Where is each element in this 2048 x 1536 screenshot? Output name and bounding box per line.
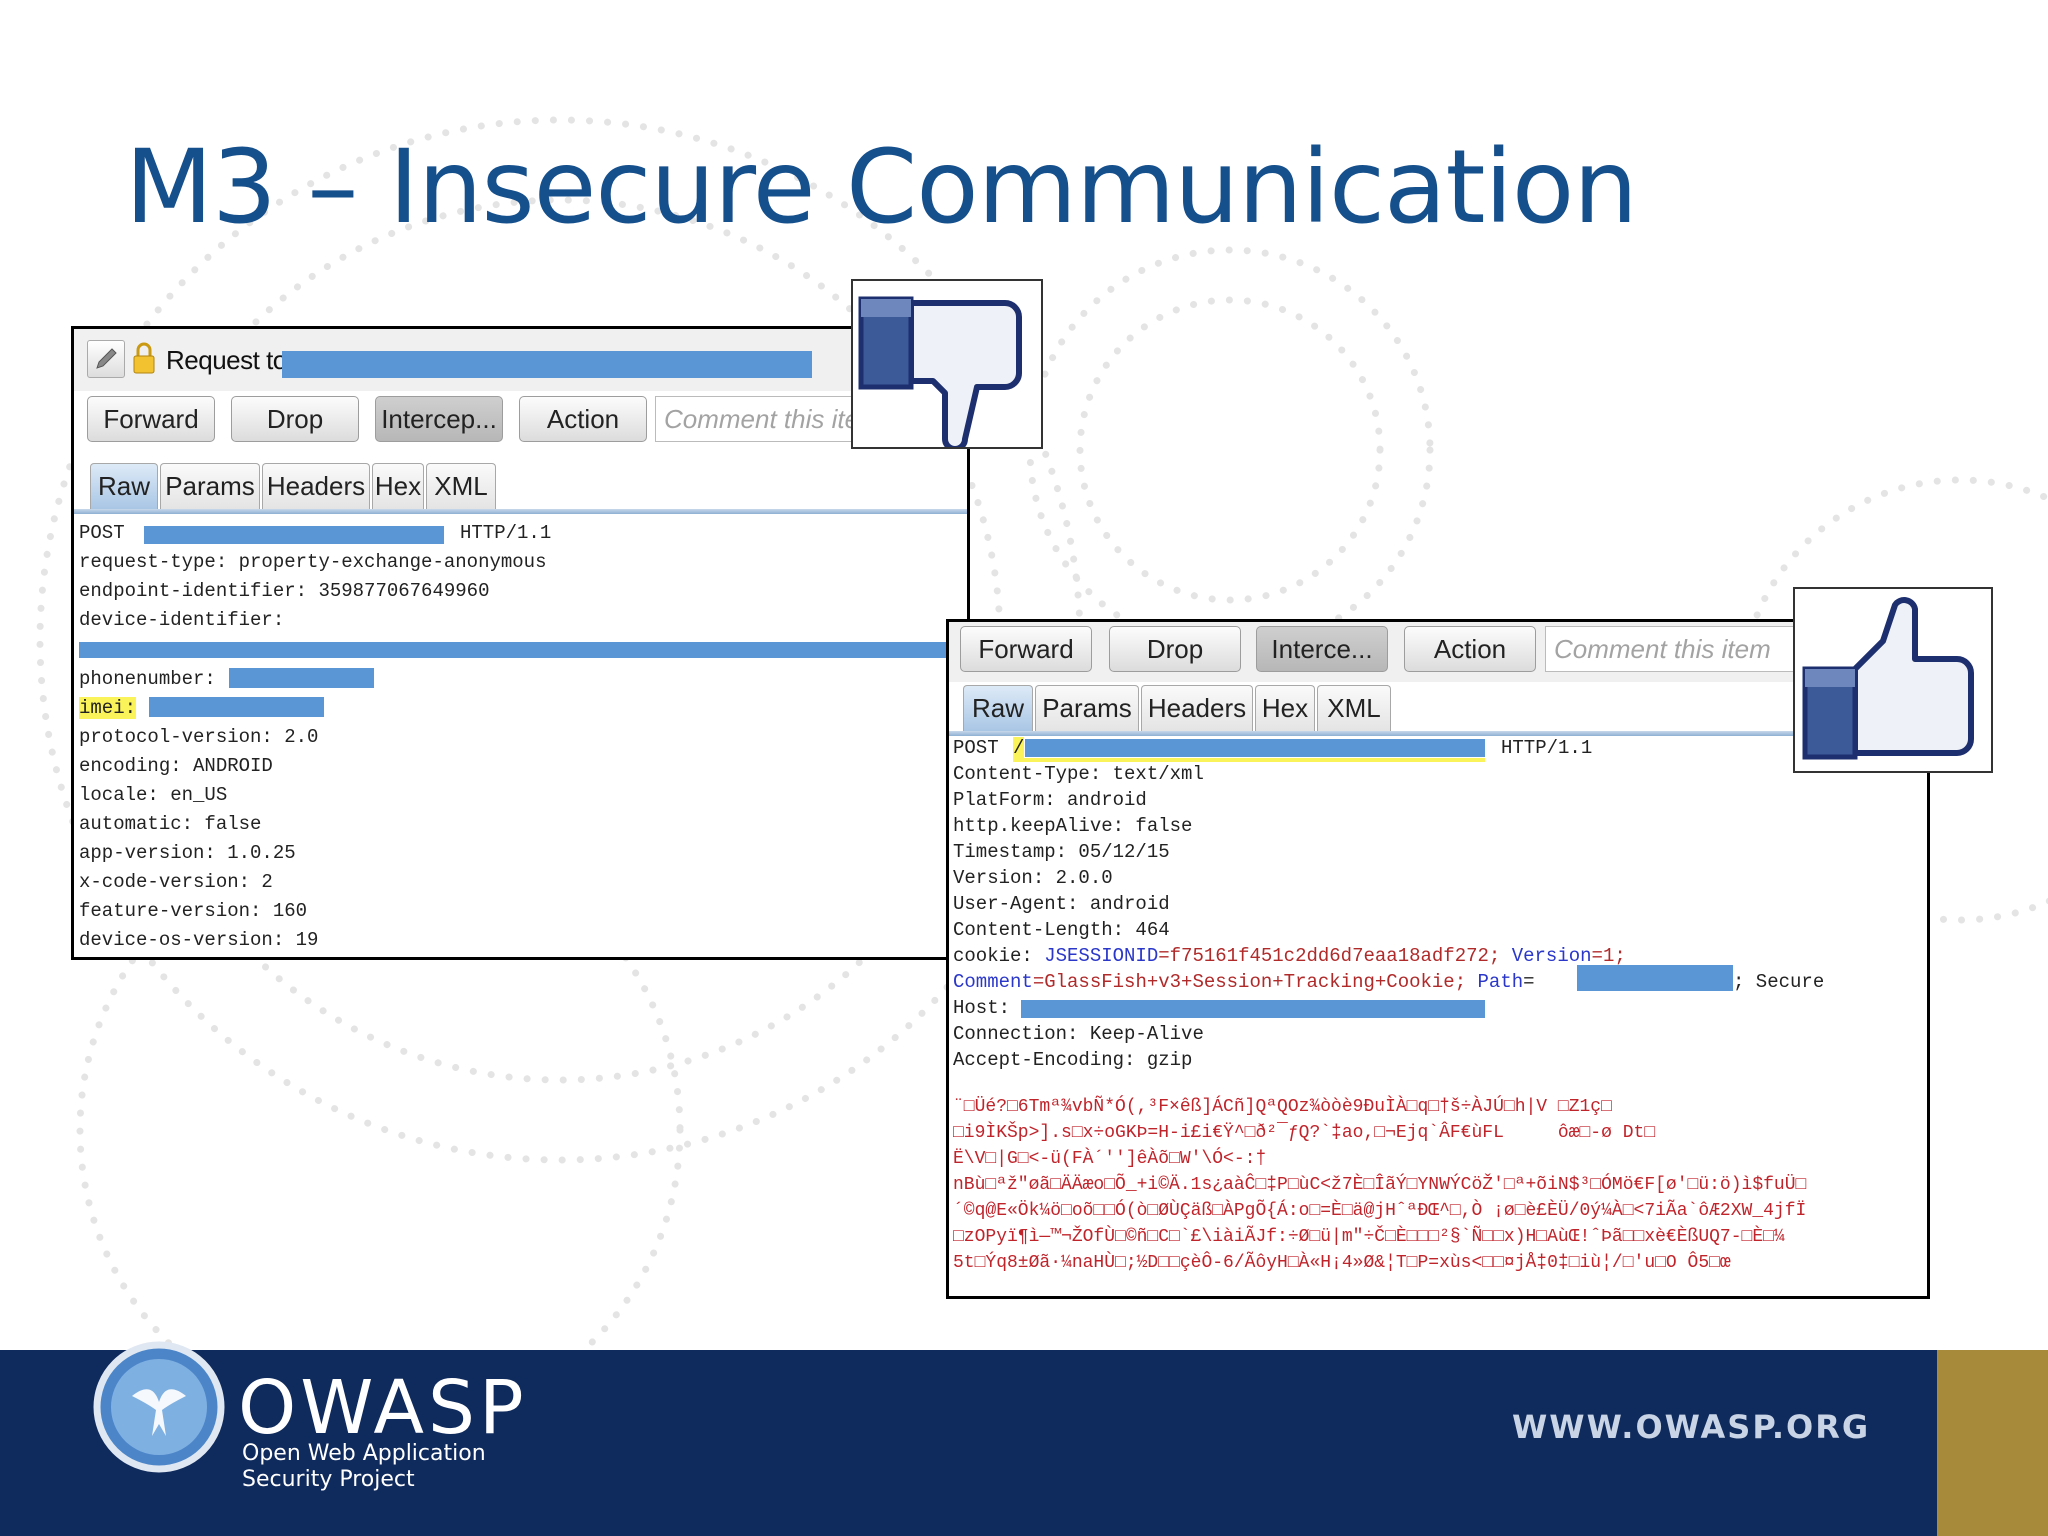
automatic-line: automatic: false [79,813,262,835]
timestamp-line: Timestamp: 05/12/15 [953,841,1170,863]
owasp-brand-wordmark: OWASP [238,1365,528,1451]
tab-raw[interactable]: Raw [963,685,1033,731]
slide-title: M3 – Insecure Communication [125,128,1638,247]
request-type-line: request-type: property-exchange-anonymou… [79,551,547,573]
redacted-request-path [1025,739,1485,757]
footer-band [0,1350,2048,1536]
keepalive-line: http.keepAlive: false [953,815,1193,837]
user-agent-line: User-Agent: android [953,893,1170,915]
redacted-phonenumber [229,668,374,688]
forward-button[interactable]: Forward [960,626,1092,672]
comment-input[interactable]: Comment this item [1545,626,1805,672]
redacted-request-path [144,526,444,544]
cookie-version-key: Version [1511,945,1592,967]
phonenumber-line: phonenumber: [79,668,216,690]
drop-button[interactable]: Drop [231,396,359,442]
cookie-comment-line: Comment=GlassFish+v3+Session+Tracking+Co… [953,971,1535,993]
tab-params[interactable]: Params [160,463,260,509]
x-code-version-line: x-code-version: 2 [79,871,273,893]
cookie-prefix: cookie: [953,945,1045,967]
connection-line: Connection: Keep-Alive [953,1023,1204,1045]
feature-version-line: feature-version: 160 [79,900,308,922]
owasp-wasp-logo-icon [92,1340,226,1474]
request-line-method: POST [79,522,125,544]
device-os-version-line: device-os-version: 19 [79,929,319,951]
encrypted-body-line: □zOPyï¶ì—™¬ŽOfÙ□©ñ□C□`£\iàiÃJf:÷Ø□ü|m″÷Č… [953,1227,1785,1247]
request-line-slash: / [1013,737,1025,759]
encrypted-body-line: 5t□Ýq8±Øã·¼naHÙ□;½D□□çèÔ-6/ÃôyH□À«H¡4»Ø&… [953,1253,1731,1273]
cookie-comment-value: =GlassFish+v3+Session+Tracking+Cookie; [1032,971,1478,993]
highlight-underline [1013,758,1485,762]
protocol-version-line: protocol-version: 2.0 [79,726,319,748]
owasp-website-url[interactable]: WWW.OWASP.ORG [1512,1408,1871,1446]
tab-xml[interactable]: XML [426,463,496,509]
encrypted-body-line: Ë\V□|G□<-ü(FÀ´'']êÀõ□W'\Ó<-:† [953,1149,1267,1169]
tab-hex[interactable]: Hex [1255,685,1315,731]
encoding-line: encoding: ANDROID [79,755,273,777]
imei-line: imei: [79,697,137,719]
locale-line: locale: en_US [79,784,228,806]
footer-accent-block [1937,1350,2048,1536]
cookie-secure-flag: ; Secure [1733,971,1825,993]
response-intercept-panel: Forward Drop Interce... Action Comment t… [946,619,1930,1299]
tab-headers[interactable]: Headers [262,463,370,509]
request-line-protocol: HTTP/1.1 [1501,737,1593,759]
cookie-path-key: Path [1477,971,1524,993]
request-line-protocol: HTTP/1.1 [460,522,552,544]
encrypted-body-line: □i9ÌKŠp>].s□x÷oGKÞ=H-i£i€Ÿ^□ð²¯ƒQ?`‡ao,□… [953,1123,1656,1143]
cookie-path-eq: = [1523,971,1535,993]
thumbs-down-icon [851,279,1043,452]
redacted-cookie-path [1577,965,1733,991]
redacted-request-url [282,351,812,378]
owasp-tagline-line2: Security Project [242,1467,415,1492]
version-line: Version: 2.0.0 [953,867,1113,889]
content-length-line: Content-Length: 464 [953,919,1170,941]
endpoint-identifier-line: endpoint-identifier: 359877067649960 [79,580,490,602]
encrypted-body-line: nBù□ªž″øã□ÄÄæo□Õ_+i©Ä.1s¿aàĈ□‡P□ùC<ž7È□Î… [953,1175,1807,1195]
lock-icon [132,341,156,375]
intercept-toggle-button[interactable]: Intercep... [375,396,503,442]
tab-xml[interactable]: XML [1317,685,1391,731]
action-button[interactable]: Action [1404,626,1536,672]
encrypted-body-line: ¨□Üé?□6Tmª¾vbÑ*Ó(,³F×êß]ÁCñ]QªQOz¾òòè9Ðu… [953,1097,1612,1117]
jsessionid-value: =f75161f451c2dd6d7eaa18adf272; [1158,945,1512,967]
cookie-version-value: =1; [1591,945,1626,967]
tab-raw[interactable]: Raw [90,463,158,509]
request-intercept-panel: Request to Forward Drop Intercep... Acti… [71,326,970,960]
tab-hex[interactable]: Hex [372,463,424,509]
thumbs-up-icon [1793,587,1993,773]
redacted-host [1021,1000,1485,1018]
request-to-label: Request to [166,345,287,375]
app-version-line: app-version: 1.0.25 [79,842,296,864]
drop-button[interactable]: Drop [1109,626,1241,672]
jsessionid-key: JSESSIONID [1044,945,1159,967]
tab-params[interactable]: Params [1035,685,1139,731]
content-type-line: Content-Type: text/xml [953,763,1204,785]
edit-pencil-icon[interactable] [87,340,125,378]
encrypted-body-line: ´©q@E«Ök¼ö□oõ□□Ó(ò□ØÙÇäß□ÀPgÕ{Á:o□=È□ä@j… [953,1201,1807,1221]
intercept-toggle-button[interactable]: Interce... [1256,626,1388,672]
cookie-line: cookie: JSESSIONID=f75161f451c2dd6d7eaa1… [953,945,1626,967]
redacted-device-identifier [79,642,967,658]
tab-underline [949,731,1927,736]
forward-button[interactable]: Forward [87,396,215,442]
owasp-tagline-line1: Open Web Application [242,1441,486,1466]
platform-line: PlatForm: android [953,789,1147,811]
device-identifier-line: device-identifier: [79,609,285,631]
action-button[interactable]: Action [519,396,647,442]
tab-headers[interactable]: Headers [1141,685,1253,731]
redacted-imei [149,697,324,717]
tab-underline [74,509,967,514]
cookie-comment-key: Comment [953,971,1033,993]
host-line: Host: [953,997,1011,1019]
accept-encoding-line: Accept-Encoding: gzip [953,1049,1193,1071]
request-line-method: POST [953,737,999,759]
